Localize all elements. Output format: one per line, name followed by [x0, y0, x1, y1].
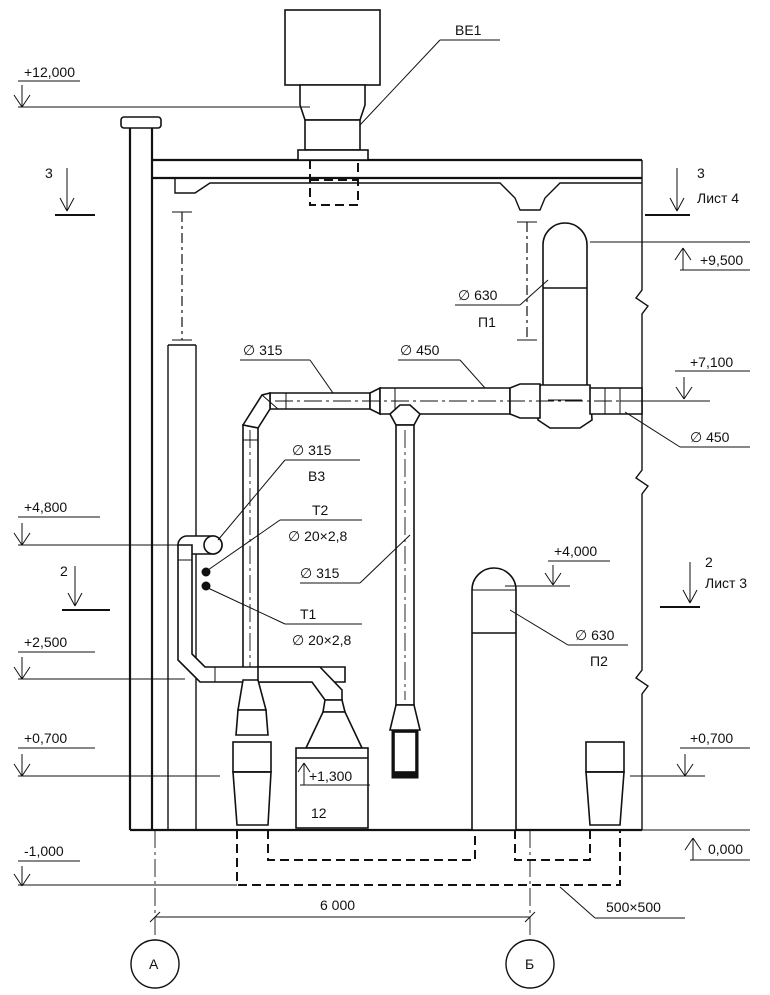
label-d450-top: ∅ 450: [400, 342, 440, 358]
bottom-duct-to-machine: [257, 666, 347, 713]
section-3-right: 3: [697, 165, 705, 181]
level-4000: +4,000: [554, 543, 597, 559]
section-3-left: 3: [45, 165, 53, 181]
label-t2-size: ∅ 20×2,8: [288, 528, 348, 544]
exhaust-local-v3: [177, 535, 346, 683]
level-0000: 0,000: [708, 841, 743, 857]
label-t1-size: ∅ 20×2,8: [292, 632, 352, 648]
label-t2: Т2: [312, 502, 329, 518]
dimension-channel: 500×500: [606, 899, 661, 915]
building-structure: [120, 116, 650, 832]
label-p2: П2: [590, 653, 608, 669]
label-t1: Т1: [300, 606, 317, 622]
label-d450-right: ∅ 450: [690, 429, 730, 445]
level-marks: [13, 80, 750, 887]
section-2-sheet: Лист 3: [705, 575, 747, 591]
level-12000: +12,000: [24, 64, 75, 80]
level-0700-left: +0,700: [24, 730, 67, 746]
level-9500: +9,500: [700, 252, 743, 268]
leader-lines: [207, 39, 750, 919]
label-p1: П1: [478, 314, 496, 330]
label-d315-top: ∅ 315: [243, 342, 283, 358]
supply-unit-p1: [537, 222, 593, 429]
section-2-right: 2: [705, 554, 713, 570]
supply-unit-p2: [471, 567, 517, 831]
underground-channel: [236, 829, 621, 886]
section-2-left: 2: [60, 563, 68, 579]
exhaust-fan-ve1: [284, 9, 381, 206]
label-v3: В3: [308, 468, 325, 484]
dimension-span: 6 000: [320, 897, 355, 913]
label-d630-p1: ∅ 630: [458, 287, 498, 303]
center-branch-duct: [388, 404, 422, 779]
level-2500: +2,500: [24, 634, 67, 650]
axis-b-label: Б: [525, 956, 534, 972]
left-riser-duct: [242, 424, 259, 681]
label-ve1: ВЕ1: [455, 22, 482, 38]
section-marks: [55, 168, 700, 611]
level-1300: +1,300: [309, 768, 352, 784]
machine-12: [295, 711, 369, 829]
axis-a-circle: [130, 939, 180, 989]
level-m1000: -1,000: [24, 843, 64, 859]
section-3-sheet: Лист 4: [697, 190, 739, 206]
grid-axes: [130, 830, 555, 989]
label-d315-v3: ∅ 315: [292, 442, 332, 458]
right-small-unit: [585, 741, 625, 826]
level-0700-right: +0,700: [690, 730, 733, 746]
level-7100: +7,100: [690, 354, 733, 370]
axis-b-circle: [505, 939, 555, 989]
axis-a-label: А: [149, 956, 159, 972]
left-cyclone-unit: [232, 679, 272, 826]
label-d315-branch: ∅ 315: [300, 565, 340, 581]
label-machine-12: 12: [311, 805, 327, 821]
labels: ВЕ1 +12,000 +9,500 +7,100 +4,800 +4,000 …: [24, 22, 747, 972]
level-4800: +4,800: [24, 499, 67, 515]
label-d630-p2: ∅ 630: [575, 627, 615, 643]
